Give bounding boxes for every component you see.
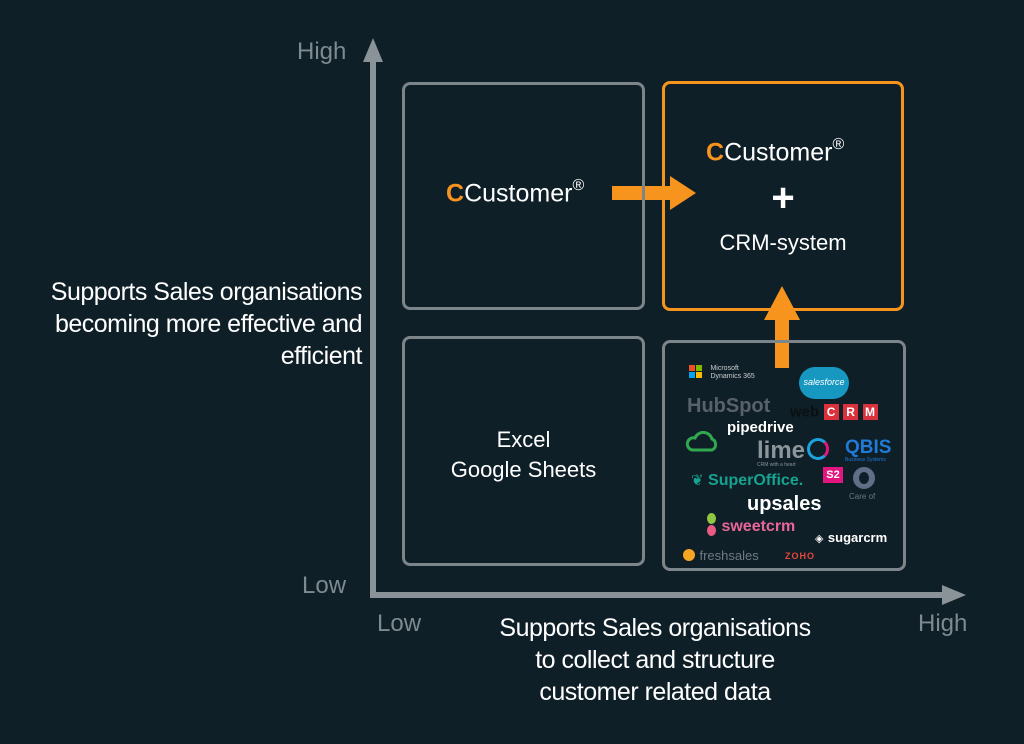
salesforce-logo: salesforce [799, 367, 849, 399]
webcrm-letter-m: M [862, 403, 878, 420]
qbis-tagline: Business Systems [845, 457, 886, 463]
cloud-icon [685, 431, 718, 452]
lime-o-icon [807, 438, 830, 460]
lime-label: lime [757, 437, 806, 464]
freshsales-icon [683, 549, 695, 561]
upsales-logo: upsales [747, 493, 822, 515]
brand-c-letter: C [706, 138, 725, 167]
plus-sign: + [771, 176, 795, 220]
pipedrive-logo: pipedrive [727, 419, 794, 436]
quadrant-bottom-left: Excel Google Sheets [402, 336, 645, 566]
right-arrow-head [670, 176, 696, 210]
tools-list: Excel Google Sheets [405, 425, 642, 485]
registered-mark: ® [572, 177, 585, 194]
excel-label: Excel [496, 427, 551, 452]
quadrant-top-right: CCustomer® + CRM-system [662, 81, 904, 311]
x-axis-high-label: High [918, 610, 968, 637]
x-axis-arrowhead [942, 585, 966, 605]
freshsales-logo: freshsales [683, 547, 759, 565]
sugarcrm-logo: ◈ sugarcrm [815, 529, 887, 547]
quadrant-top-left: CCustomer® [402, 82, 645, 310]
y-axis-low-label: Low [302, 572, 347, 599]
up-arrow-shaft [775, 318, 789, 368]
lime-tagline: CRM with a heart [757, 462, 796, 468]
brand-name: Customer [724, 138, 833, 167]
ccustomer-brand: CCustomer® [446, 177, 585, 208]
quadrant-bottom-right: Microsoft Dynamics 365 salesforce HubSpo… [662, 340, 906, 571]
y-axis-title-line-3: efficient [280, 342, 363, 370]
up-arrow-head [764, 286, 800, 320]
s2-logo: S2 [823, 467, 843, 483]
webcrm-letter-c: C [823, 403, 839, 420]
superoffice-label: SuperOffice. [708, 472, 804, 489]
x-axis-low-label: Low [377, 610, 422, 637]
y-axis-title-line-1: Supports Sales organisations [50, 278, 363, 306]
qbis-logo: QBIS Business Systems [845, 437, 891, 463]
sugarcrm-cube-icon: ◈ [815, 533, 824, 545]
webcrm-letter-r: R [843, 403, 859, 420]
y-axis-title: Supports Sales organisations becoming mo… [10, 276, 363, 372]
salesforce-label: salesforce [803, 377, 845, 387]
superoffice-bird-icon: ❦ [691, 472, 704, 489]
careof-icon [853, 467, 875, 489]
webcrm-prefix: web [790, 403, 820, 421]
brand-c-letter: C [446, 179, 465, 208]
lime-logo: lime CRM with a heart [757, 437, 830, 468]
sweetcrm-drop-icon [707, 513, 717, 537]
y-axis-arrowhead [363, 38, 383, 62]
sugarcrm-label: sugarcrm [827, 530, 888, 545]
superoffice-logo: ❦ SuperOffice. [691, 471, 803, 490]
crm-system-label: CRM-system [719, 230, 847, 255]
sweetcrm-logo: sweetcrm [707, 513, 795, 537]
microsoft-icon [689, 365, 703, 379]
google-sheets-label: Google Sheets [450, 457, 597, 482]
careof-logo: Care of [849, 467, 875, 501]
freshsales-label: freshsales [699, 548, 759, 563]
y-axis-title-line-2: becoming more effective and [54, 310, 363, 338]
x-axis-title-line-1: Supports Sales organisations [499, 614, 811, 642]
brand-name: Customer [464, 179, 573, 208]
dynamics-label: Dynamics 365 [710, 373, 755, 380]
registered-mark: ® [832, 136, 845, 153]
microsoft-dynamics-logo: Microsoft Dynamics 365 [689, 365, 755, 383]
x-axis-title: Supports Sales organisations to collect … [440, 612, 870, 708]
webcrm-logo: web C R M [790, 403, 878, 421]
microsoft-label: Microsoft [710, 365, 739, 372]
x-axis-title-line-3: customer related data [539, 678, 771, 706]
hubspot-logo: HubSpot [687, 395, 771, 417]
sweetcrm-label: sweetcrm [721, 518, 796, 535]
x-axis-title-line-2: to collect and structure [535, 646, 775, 674]
zoho-logo: ZOHO [785, 551, 815, 561]
qbis-label: QBIS [845, 437, 892, 458]
y-axis-high-label: High [297, 38, 347, 65]
ccustomer-brand: CCustomer® [706, 136, 845, 167]
careof-label: Care of [849, 492, 876, 501]
